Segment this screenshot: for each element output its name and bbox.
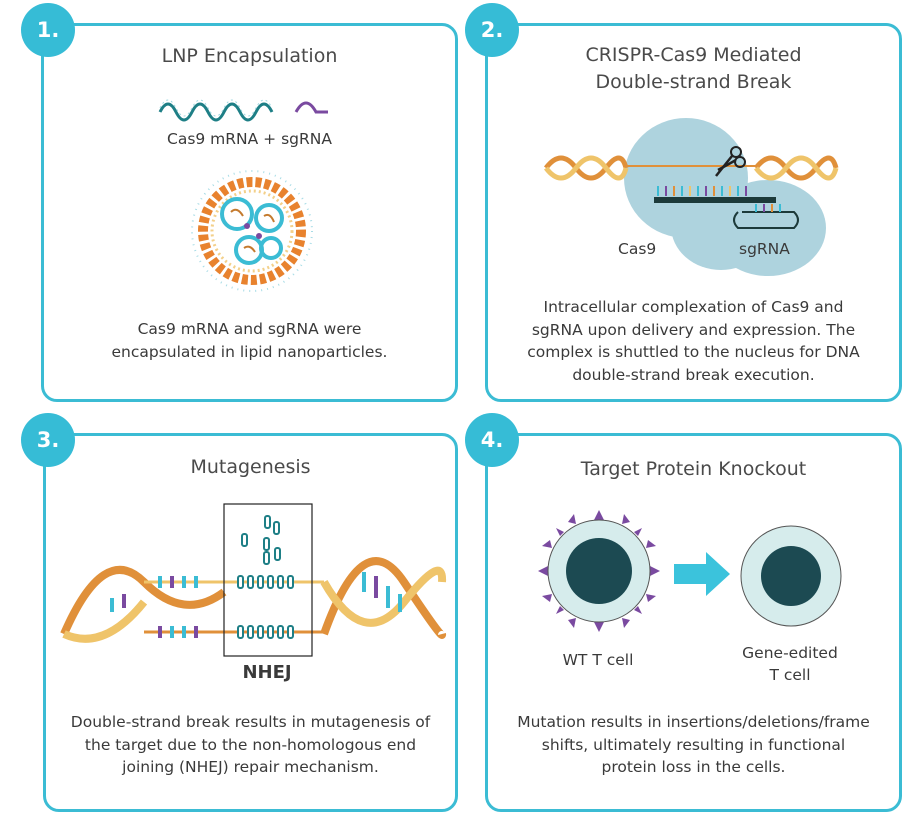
step-badge-4: 4. [465, 413, 519, 467]
gene-edited-t-cell-icon [740, 525, 842, 627]
cas9-label: Cas9 [618, 240, 657, 258]
scissors-icon [715, 146, 746, 177]
arrow-right-icon [674, 552, 730, 596]
wt-t-cell-icon [538, 510, 660, 632]
panel-title: Target Protein Knockout [580, 458, 807, 480]
mrna-sgrna-strands-icon [158, 99, 328, 122]
step-badge-3: 3. [21, 413, 75, 467]
panel-caption: Double-strand break results in mutagenes… [70, 713, 431, 776]
lipid-nanoparticle-icon [191, 170, 313, 292]
panel-mutagenesis: Mutagenesis [43, 433, 458, 812]
panel-caption: Intracellular complexation of Cas9 and s… [527, 298, 860, 384]
panel-title: LNP Encapsulation [161, 45, 338, 67]
panel-lnp-encapsulation: LNP Encapsulation Cas9 mRNA + sgRNA Cas9… [41, 23, 458, 402]
step-badge-2: 2. [465, 3, 519, 57]
wt-cell-label: WT T cell [562, 651, 634, 669]
sgrna-label: sgRNA [739, 240, 790, 258]
panel-caption: Cas9 mRNA and sgRNA were encapsulated in… [111, 320, 388, 361]
nhej-dna-repair-icon [60, 503, 447, 657]
panel-crispr-break: CRISPR-Cas9 Mediated Double-strand Break [485, 23, 902, 402]
panel-protein-knockout: Target Protein Knockout WT T cell [485, 433, 902, 812]
edited-cell-label: Gene-edited T cell [742, 644, 838, 684]
panel-title: CRISPR-Cas9 Mediated Double-strand Break [585, 44, 802, 93]
step-badge-1: 1. [21, 3, 75, 57]
cargo-label: Cas9 mRNA + sgRNA [167, 130, 332, 148]
panel-caption: Mutation results in insertions/deletions… [517, 713, 870, 776]
nhej-label: NHEJ [242, 662, 292, 683]
cas9-dna-complex-icon [544, 118, 839, 276]
panel-title: Mutagenesis [190, 456, 311, 478]
